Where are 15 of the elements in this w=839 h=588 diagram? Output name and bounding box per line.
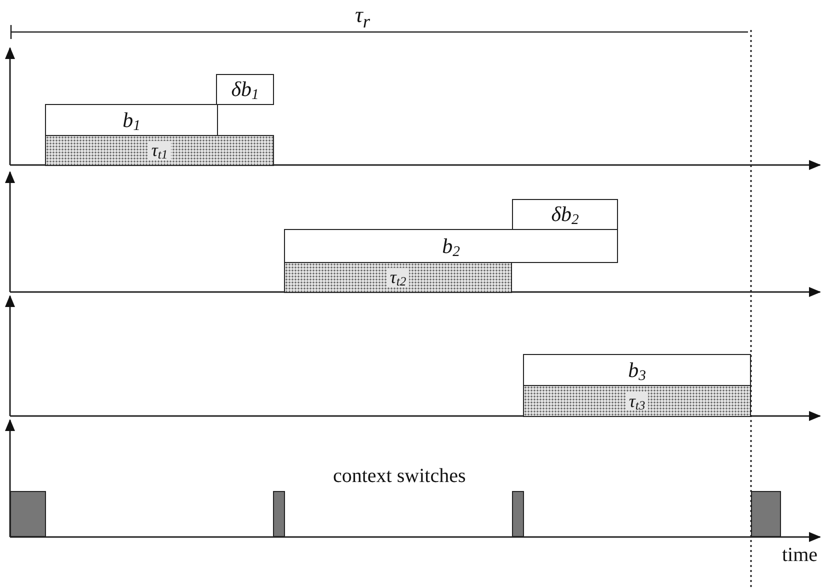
context-switch-bar bbox=[512, 491, 524, 537]
budget-box: δb$_{1}$ bbox=[216, 74, 274, 105]
shaded-time-box: τ$_{t3}$ bbox=[523, 385, 751, 417]
budget-box: δb$_{2}$ bbox=[512, 199, 618, 230]
shaded-time-box: τ$_{t2}$ bbox=[284, 262, 512, 293]
context-switch-bar bbox=[751, 491, 781, 537]
period-label: τ$_{r}$ bbox=[355, 4, 370, 31]
context-switch-bar bbox=[273, 491, 285, 537]
context-switch-bar bbox=[10, 491, 46, 537]
shaded-time-box: τ$_{t1}$ bbox=[45, 135, 274, 166]
annotation-label: context switches bbox=[333, 466, 466, 486]
budget-box: b$_{2}$ bbox=[284, 229, 618, 263]
axis-label: time bbox=[782, 545, 818, 565]
budget-box: b$_{1}$ bbox=[45, 104, 218, 136]
budget-box: b$_{3}$ bbox=[523, 354, 751, 386]
